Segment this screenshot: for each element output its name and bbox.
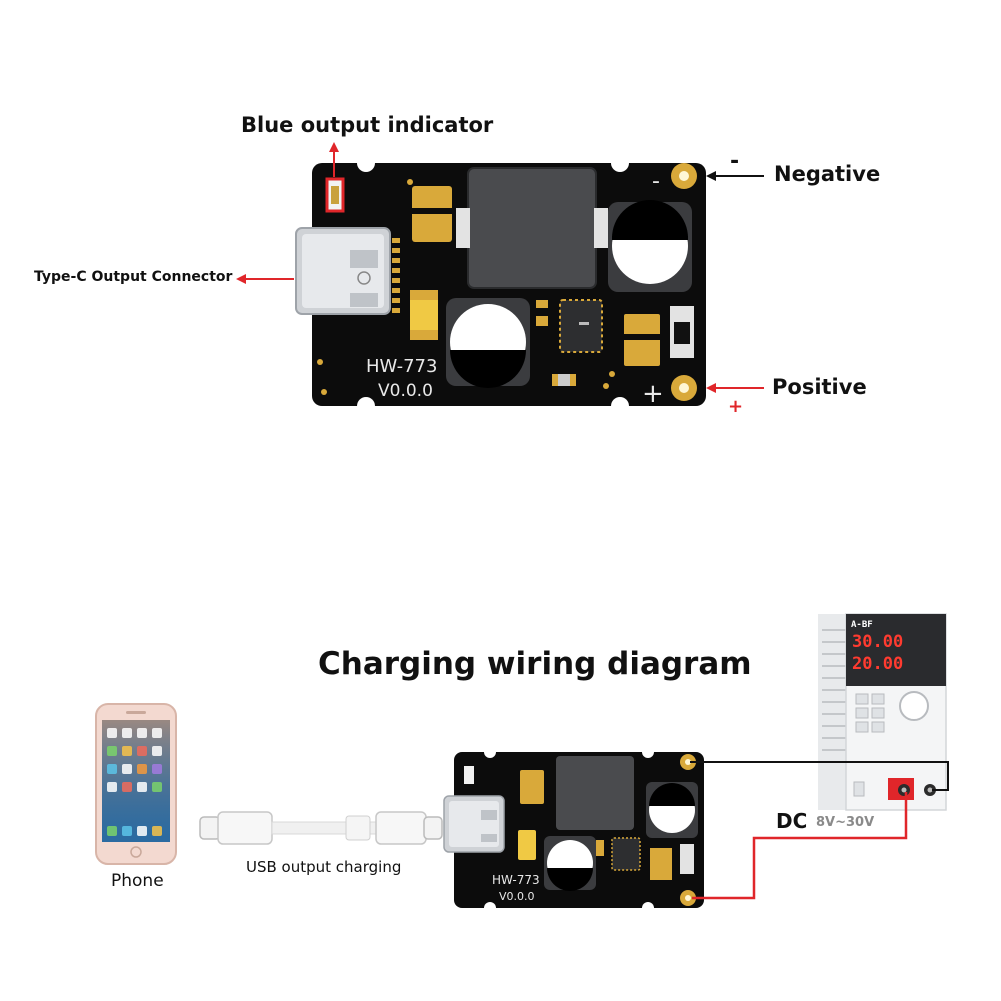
usb-cable xyxy=(199,811,443,845)
top-diagram: - + HW-773 V0.0.0 - + xyxy=(236,142,764,417)
board-bottom-model: HW-773 xyxy=(492,873,540,887)
black-wire xyxy=(690,761,949,791)
positive-label: Positive xyxy=(772,375,867,399)
psu-current: 20.00 xyxy=(852,654,903,674)
board-minus-mark: - xyxy=(652,169,660,194)
phone-label: Phone xyxy=(111,871,164,891)
typec-arrow xyxy=(236,274,294,284)
board-version: V0.0.0 xyxy=(378,381,433,401)
board-model: HW-773 xyxy=(366,356,437,377)
blue-indicator-label: Blue output indicator xyxy=(241,113,494,137)
psu-voltage: 30.00 xyxy=(852,632,903,652)
board-plus-mark: + xyxy=(642,379,664,409)
psu-brand: A-BF xyxy=(851,620,873,630)
typec-connector xyxy=(295,227,391,315)
wiring-title: Charging wiring diagram xyxy=(318,646,752,682)
hw773-board-top: - + HW-773 V0.0.0 xyxy=(295,154,706,415)
hw773-board-bottom: HW-773 V0.0.0 xyxy=(443,746,704,914)
usb-label: USB output charging xyxy=(246,858,402,876)
negative-label: Negative xyxy=(774,162,881,186)
minus-sign: - xyxy=(730,149,739,174)
capacitor-top-right xyxy=(608,200,692,292)
dc-range: 8V~30V xyxy=(816,815,874,830)
capacitor-bottom xyxy=(446,298,530,388)
typec-label: Type-C Output Connector xyxy=(34,269,233,285)
plus-sign: + xyxy=(728,396,743,417)
positive-arrow xyxy=(706,383,764,393)
power-supply: A-BF 30.00 20.00 xyxy=(818,613,947,811)
dc-label: DC xyxy=(776,809,807,833)
phone-illustration xyxy=(95,703,177,865)
ic-chip xyxy=(559,299,603,353)
indicator-arrow xyxy=(329,142,339,177)
red-wire xyxy=(692,792,908,900)
negative-arrow xyxy=(706,171,764,181)
board-bottom-version: V0.0.0 xyxy=(499,890,535,903)
